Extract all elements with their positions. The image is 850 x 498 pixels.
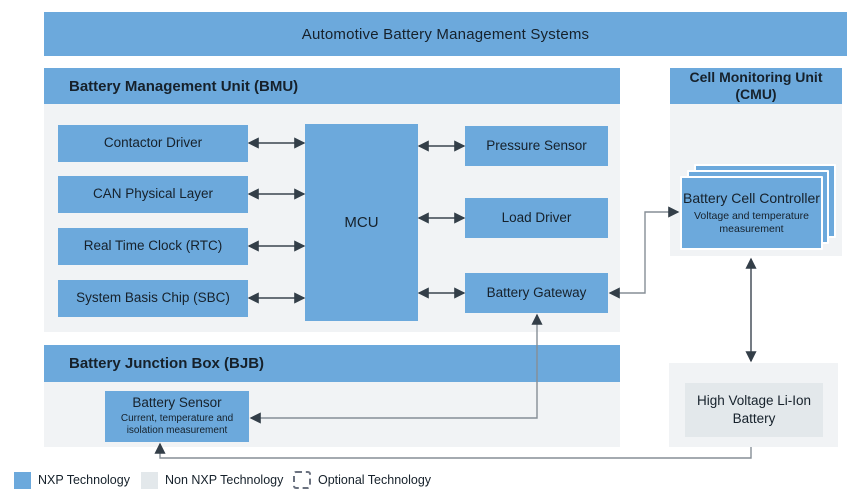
box-label: Real Time Clock (RTC) bbox=[83, 238, 223, 254]
box-label: CAN Physical Layer bbox=[92, 186, 214, 202]
battery-cell-controller-subtitle: Voltage and temperature measurement bbox=[694, 210, 809, 236]
top-banner: Automotive Battery Management Systems bbox=[44, 12, 847, 56]
box-load-driver: Load Driver bbox=[465, 198, 608, 238]
battery-sensor-subtitle: Current, temperature and isolation measu… bbox=[120, 412, 234, 436]
bjb-header: Battery Junction Box (BJB) bbox=[44, 345, 620, 382]
connector-gateway-cell-controller bbox=[608, 206, 680, 299]
box-label: MCU bbox=[344, 214, 379, 231]
cmu-title: Cell Monitoring Unit (CMU) bbox=[689, 68, 823, 103]
battery-sensor-title: Battery Sensor bbox=[132, 395, 222, 411]
legend-non-nxp: Non NXP Technology bbox=[141, 471, 283, 489]
battery-cell-controller: Battery Cell Controller Voltage and temp… bbox=[680, 176, 823, 250]
box-battery-gateway: Battery Gateway bbox=[465, 273, 608, 313]
box-real-time-clock: Real Time Clock (RTC) bbox=[58, 228, 248, 265]
non-nxp-swatch-icon bbox=[141, 471, 158, 489]
box-label: Load Driver bbox=[501, 209, 572, 225]
bmu-header: Battery Management Unit (BMU) bbox=[44, 68, 620, 104]
box-label: Pressure Sensor bbox=[486, 137, 587, 153]
banner-title: Automotive Battery Management Systems bbox=[301, 25, 590, 43]
cmu-header: Cell Monitoring Unit (CMU) bbox=[670, 68, 842, 104]
box-high-voltage-li-ion-battery: High Voltage Li-Ion Battery bbox=[685, 383, 823, 437]
box-battery-sensor: Battery Sensor Current, temperature and … bbox=[105, 391, 249, 442]
bjb-title: Battery Junction Box (BJB) bbox=[69, 355, 265, 372]
hv-battery-label: High Voltage Li-Ion Battery bbox=[696, 392, 812, 426]
box-pressure-sensor: Pressure Sensor bbox=[465, 126, 608, 166]
legend-label: Non NXP Technology bbox=[165, 473, 284, 487]
nxp-swatch-icon bbox=[14, 471, 31, 489]
box-label: Contactor Driver bbox=[103, 135, 203, 151]
legend-label: NXP Technology bbox=[38, 473, 130, 487]
legend-nxp: NXP Technology bbox=[14, 471, 130, 489]
box-can-physical-layer: CAN Physical Layer bbox=[58, 176, 248, 213]
box-contactor-driver: Contactor Driver bbox=[58, 125, 248, 162]
box-system-basis-chip: System Basis Chip (SBC) bbox=[58, 280, 248, 317]
legend-label: Optional Technology bbox=[318, 473, 432, 487]
legend-optional: Optional Technology bbox=[293, 471, 431, 489]
box-mcu: MCU bbox=[305, 124, 418, 321]
optional-swatch-icon bbox=[293, 471, 311, 489]
battery-cell-controller-title: Battery Cell Controller bbox=[683, 190, 820, 207]
bmu-title: Battery Management Unit (BMU) bbox=[69, 77, 299, 95]
box-label: System Basis Chip (SBC) bbox=[76, 290, 230, 306]
box-label: Battery Gateway bbox=[486, 284, 587, 300]
